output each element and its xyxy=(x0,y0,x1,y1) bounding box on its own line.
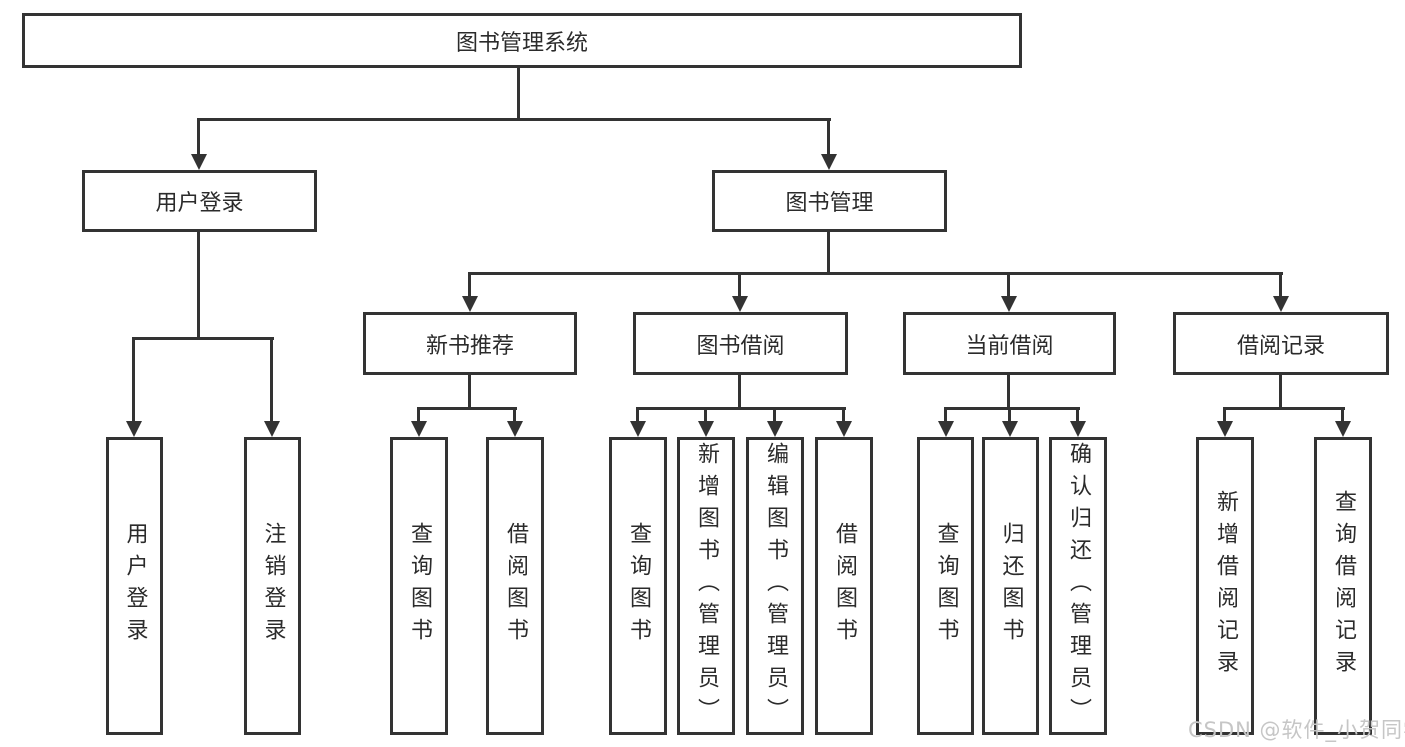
node-label: 新增借阅记录 xyxy=(1213,490,1238,682)
connector-line xyxy=(1341,407,1344,423)
connector-line xyxy=(944,407,1080,410)
node-library-system: 图书管理系统 xyxy=(22,13,1022,68)
node-label: 新增图书（管理员） xyxy=(694,442,719,730)
arrow-down-icon xyxy=(1217,421,1233,437)
connector-line xyxy=(827,232,830,275)
arrow-down-icon xyxy=(191,154,207,170)
node-records-query-record: 查询借阅记录 xyxy=(1314,437,1372,735)
node-records-add-record: 新增借阅记录 xyxy=(1196,437,1254,735)
node-newbook-borrow-book: 借阅图书 xyxy=(486,437,544,735)
arrow-down-icon xyxy=(462,296,478,312)
node-label: 图书管理系统 xyxy=(455,30,588,56)
node-label: 图书管理 xyxy=(785,191,874,216)
arrow-down-icon xyxy=(630,421,646,437)
connector-line xyxy=(517,68,520,121)
node-label: 编辑图书（管理员） xyxy=(763,442,788,730)
connector-line xyxy=(636,407,846,410)
connector-line xyxy=(1223,407,1345,410)
node-label: 当前借阅 xyxy=(965,333,1054,359)
arrow-down-icon xyxy=(698,421,714,437)
node-current-query-book: 查询图书 xyxy=(917,437,974,735)
node-current-return-book: 归还图书 xyxy=(982,437,1039,735)
connector-line xyxy=(1279,375,1282,410)
connector-line xyxy=(132,337,135,423)
node-label: 借阅图书 xyxy=(503,522,528,650)
node-label: 用户登录 xyxy=(122,522,148,650)
node-label: 图书借阅 xyxy=(696,333,785,359)
connector-line xyxy=(132,337,274,340)
node-label: 查询图书 xyxy=(407,522,432,650)
node-borrowing-records: 借阅记录 xyxy=(1173,312,1389,375)
node-current-borrowing: 当前借阅 xyxy=(903,312,1116,375)
connector-line xyxy=(738,375,741,410)
node-book-management: 图书管理 xyxy=(712,170,947,232)
arrow-down-icon xyxy=(507,421,523,437)
node-label: 查询图书 xyxy=(626,522,651,650)
node-borrowing-borrow-book: 借阅图书 xyxy=(815,437,873,735)
connector-line xyxy=(827,118,830,156)
node-borrowing-add-book-admin: 新增图书（管理员） xyxy=(677,437,735,735)
connector-line xyxy=(417,407,517,410)
arrow-down-icon xyxy=(1002,421,1018,437)
arrow-down-icon xyxy=(1335,421,1351,437)
arrow-down-icon xyxy=(1070,421,1086,437)
node-label: 新书推荐 xyxy=(425,333,514,359)
connector-line xyxy=(773,407,776,423)
arrow-down-icon xyxy=(126,421,142,437)
arrow-down-icon xyxy=(264,421,280,437)
node-logout-action: 注销登录 xyxy=(244,437,301,735)
connector-line xyxy=(417,407,420,423)
connector-line xyxy=(197,118,831,121)
node-label: 确认归还（管理员） xyxy=(1066,442,1091,730)
arrow-down-icon xyxy=(767,421,783,437)
arrow-down-icon xyxy=(1001,296,1017,312)
connector-line xyxy=(1223,407,1226,423)
node-book-borrowing: 图书借阅 xyxy=(633,312,848,375)
connector-line xyxy=(636,407,639,423)
connector-line xyxy=(738,272,741,298)
node-current-confirm-return-admin: 确认归还（管理员） xyxy=(1049,437,1107,735)
connector-line xyxy=(704,407,707,423)
node-user-login: 用户登录 xyxy=(82,170,317,232)
connector-line xyxy=(1279,272,1282,298)
connector-line xyxy=(1076,407,1079,423)
arrow-down-icon xyxy=(1273,296,1289,312)
node-label: 借阅记录 xyxy=(1236,333,1325,359)
arrow-down-icon xyxy=(411,421,427,437)
node-label: 用户登录 xyxy=(155,191,244,216)
connector-line xyxy=(1007,272,1010,298)
node-label: 归还图书 xyxy=(998,522,1024,650)
arrow-down-icon xyxy=(938,421,954,437)
connector-line xyxy=(468,272,1283,275)
arrow-down-icon xyxy=(821,154,837,170)
node-new-book-recommendation: 新书推荐 xyxy=(363,312,577,375)
node-borrowing-query-book: 查询图书 xyxy=(609,437,667,735)
connector-line xyxy=(197,232,200,340)
node-label: 注销登录 xyxy=(260,522,286,650)
connector-line xyxy=(197,118,200,156)
node-newbook-query-book: 查询图书 xyxy=(390,437,448,735)
node-label: 借阅图书 xyxy=(832,522,857,650)
node-borrowing-edit-book-admin: 编辑图书（管理员） xyxy=(746,437,804,735)
arrow-down-icon xyxy=(836,421,852,437)
connector-line xyxy=(270,337,273,423)
connector-line xyxy=(842,407,845,423)
connector-line xyxy=(1007,375,1010,410)
connector-line xyxy=(944,407,947,423)
node-label: 查询图书 xyxy=(933,522,959,650)
connector-line xyxy=(1008,407,1011,423)
arrow-down-icon xyxy=(732,296,748,312)
watermark: CSDN @软件_小贺同学 xyxy=(1188,718,1405,742)
connector-line xyxy=(513,407,516,423)
connector-line xyxy=(468,272,471,298)
node-user-login-action: 用户登录 xyxy=(106,437,163,735)
node-label: 查询借阅记录 xyxy=(1331,490,1356,682)
connector-line xyxy=(468,375,471,410)
